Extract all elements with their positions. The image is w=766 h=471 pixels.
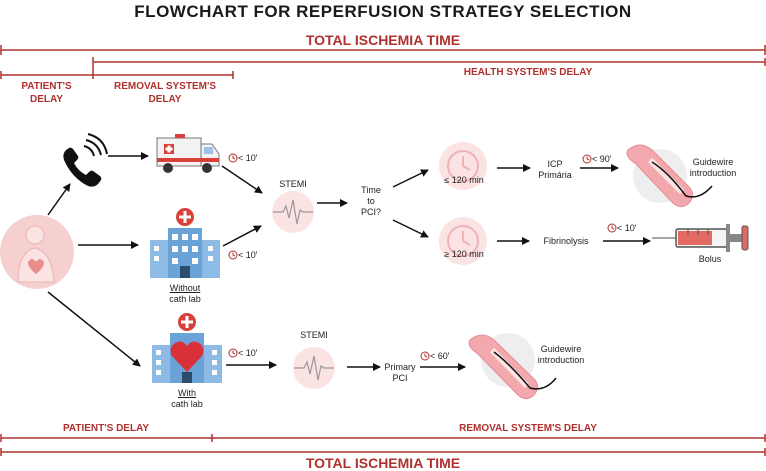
arrow-patient-to-hospital2 (47, 291, 141, 367)
arrow-decision-to-ge120 (392, 219, 429, 238)
bottom-delay-bar (0, 434, 766, 442)
phone-icon (63, 133, 108, 187)
bottom-removal-delay-label: REMOVAL SYSTEM'S DELAY (459, 423, 597, 434)
ecg-icon-row2 (293, 347, 335, 389)
page-title: FLOWCHART FOR REPERFUSION STRATEGY SELEC… (134, 2, 632, 21)
ge120-label: ≥ 120 min (444, 249, 484, 259)
artery-guidewire-icon-row1 (626, 144, 713, 208)
hospital1-without-label: Without (169, 283, 201, 293)
hospital-with-cath-lab-icon (152, 313, 222, 383)
hospital2-time-label: < 10' (238, 348, 258, 358)
decision-label: Time to PCI? (360, 185, 381, 217)
timer-icon-pci (420, 351, 430, 361)
top-patient-delay-bar (0, 57, 94, 79)
bottom-total-ischemia-label: TOTAL ISCHEMIA TIME (305, 455, 461, 471)
fibrinolysis-time-label: < 10' (617, 223, 637, 233)
ambulance-time-label: < 10' (238, 153, 258, 163)
timer-icon-ambulance (228, 153, 238, 163)
hospital2-cath-lab-label: cath lab (171, 399, 203, 409)
stemi-label-row1: STEMI (279, 179, 307, 189)
clock-icon-ge120 (439, 217, 487, 265)
arrow-ambulance-to-stemi (221, 165, 263, 194)
guidewire-label-row2: Guidewire introduction (537, 344, 585, 365)
icp-time-label: < 90' (592, 154, 612, 164)
top-health-delay-label: HEALTH SYSTEM'S DELAY (463, 67, 593, 78)
ecg-icon-row1 (272, 191, 314, 233)
top-health-delay-bar (93, 58, 766, 66)
bottom-total-bar (0, 448, 766, 456)
top-patient-delay-label: PATIENT'S DELAY (21, 81, 72, 105)
guidewire-label-row1: Guidewire introduction (689, 157, 737, 178)
hospital1-time-label: < 10' (238, 250, 258, 260)
arrow-decision-to-le120 (392, 169, 429, 188)
top-removal-delay-bar (93, 71, 234, 79)
timer-icon-fibrinolysis (607, 223, 617, 233)
hospital2-with-label: With (178, 388, 196, 398)
primary-pci-label: Primary PCI (384, 362, 416, 383)
ambulance-icon (156, 134, 220, 173)
arrow-patient-to-phone (47, 183, 71, 216)
icp-primaria-label: ICP Primária (538, 159, 572, 180)
top-total-bar (0, 45, 766, 55)
patient-icon (0, 215, 74, 289)
timer-icon-hospital1 (228, 250, 238, 260)
clock-icon-le120 (439, 142, 487, 190)
top-removal-delay-label: REMOVAL SYSTEM'S DELAY (113, 81, 217, 105)
le120-label: ≤ 120 min (444, 175, 484, 185)
pci-time-label: < 60' (430, 351, 450, 361)
timer-icon-icp (582, 154, 592, 164)
hospital1-cath-lab-label: cath lab (169, 294, 201, 304)
syringe-icon (652, 224, 749, 252)
top-total-ischemia-label: TOTAL ISCHEMIA TIME (305, 32, 461, 48)
arrow-hospital1-to-stemi (222, 225, 262, 247)
artery-guidewire-icon-row2 (468, 333, 557, 400)
timer-icon-hospital2 (228, 348, 238, 358)
bolus-label: Bolus (698, 254, 722, 264)
stemi-label-row2: STEMI (300, 330, 328, 340)
hospital-without-cath-lab-icon (150, 208, 220, 278)
bottom-patient-delay-label: PATIENT'S DELAY (62, 423, 150, 434)
fibrinolysis-label: Fibrinolysis (543, 236, 589, 246)
